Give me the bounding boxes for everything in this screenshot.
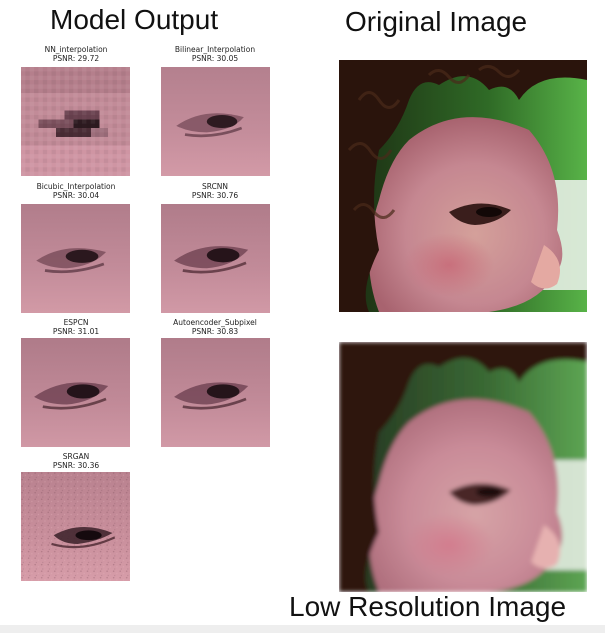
model-name: Bilinear_Interpolation — [174, 45, 256, 54]
model-name: SRGAN — [62, 452, 90, 461]
model-caption: Bicubic_Interpolation PSNR: 30.04 — [6, 182, 146, 200]
model-name: Autoencoder_Subpixel — [173, 318, 257, 327]
srgan-output-image — [21, 472, 130, 581]
model-caption: Bilinear_Interpolation PSNR: 30.05 — [145, 45, 285, 63]
model-psnr: PSNR: 31.01 — [52, 327, 100, 336]
model-caption: ESPCN PSNR: 31.01 — [6, 318, 146, 336]
model-psnr: PSNR: 30.05 — [191, 54, 239, 63]
nn-interpolation-output-image — [21, 67, 130, 176]
original-image — [339, 60, 587, 312]
model-caption: SRCNN PSNR: 30.76 — [145, 182, 285, 200]
bilinear-interpolation-output-image — [161, 67, 270, 176]
model-psnr: PSNR: 30.04 — [52, 191, 100, 200]
autoencoder-subpixel-output-image — [161, 338, 270, 447]
model-caption: Autoencoder_Subpixel PSNR: 30.83 — [145, 318, 285, 336]
model-psnr: PSNR: 30.83 — [191, 327, 239, 336]
model-caption: NN_interpolation PSNR: 29.72 — [6, 45, 146, 63]
low-resolution-image — [339, 342, 587, 592]
model-output-heading: Model Output — [50, 4, 219, 35]
model-psnr: PSNR: 30.76 — [191, 191, 239, 200]
bottom-bar — [0, 625, 605, 633]
model-psnr: PSNR: 29.72 — [52, 54, 100, 63]
srcnn-output-image — [161, 204, 270, 313]
model-name: ESPCN — [63, 318, 89, 327]
model-name: Bicubic_Interpolation — [36, 182, 116, 191]
model-psnr: PSNR: 30.36 — [52, 461, 100, 470]
model-name: NN_interpolation — [44, 45, 108, 54]
model-name: SRCNN — [201, 182, 229, 191]
original-image-heading: Original Image — [345, 6, 528, 37]
bicubic-interpolation-output-image — [21, 204, 130, 313]
espcn-output-image — [21, 338, 130, 447]
model-caption: SRGAN PSNR: 30.36 — [6, 452, 146, 470]
low-resolution-heading: Low Resolution Image — [289, 591, 567, 622]
